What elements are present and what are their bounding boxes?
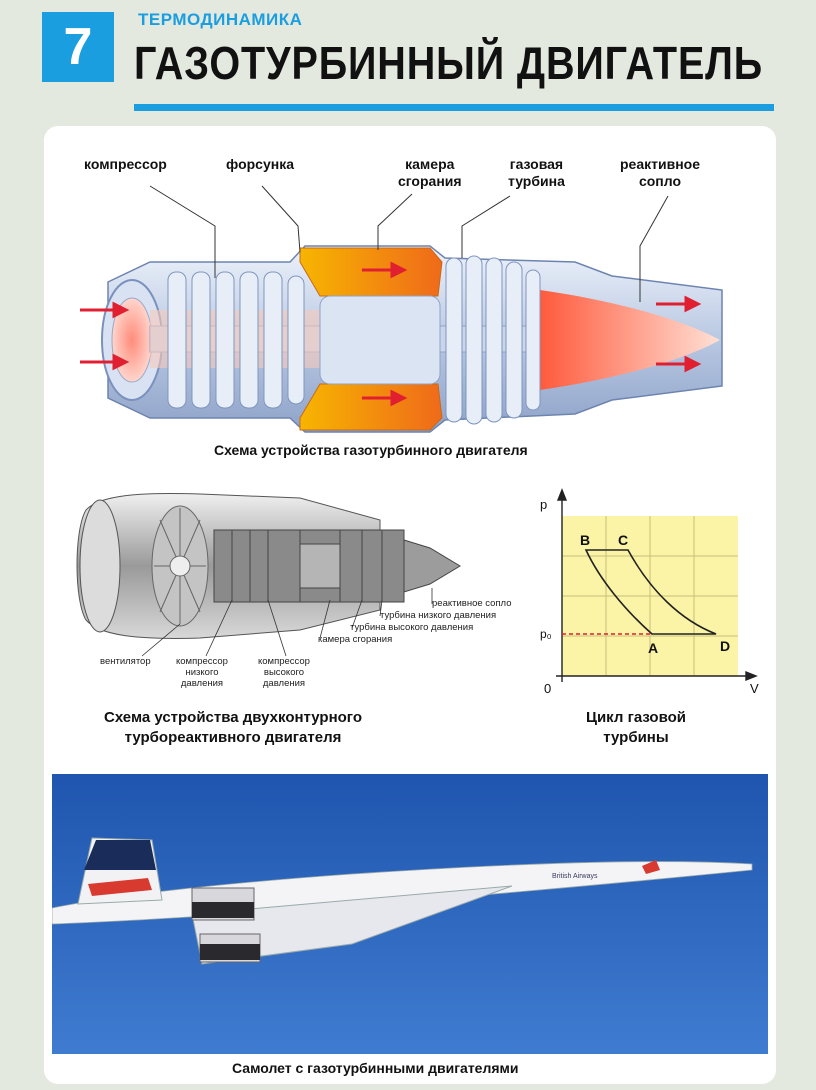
caption-aircraft: Самолет с газотурбинными двигателями <box>232 1060 519 1076</box>
caption-cycle: Цикл газовой турбины <box>586 709 686 746</box>
label-tf-chamber: камера сгорания <box>318 634 393 645</box>
caption-turbofan: Схема устройства двухконтурного турбореа… <box>104 709 363 746</box>
label-tf-hp-turbine: турбина высокого давления <box>350 622 474 633</box>
leader-lines-turbofan <box>141 588 433 657</box>
cycle-grid <box>562 516 738 676</box>
label-tf-lp-compressor: компрессор низкого давления <box>176 656 228 689</box>
cycle-origin: 0 <box>544 681 552 696</box>
aircraft-livery-text: British Airways <box>552 873 598 880</box>
cycle-point-d: D <box>720 638 731 654</box>
cycle-curve <box>584 549 717 635</box>
compressor-blades <box>167 271 305 409</box>
turbine-blades <box>445 255 541 425</box>
chapter-number: 7 <box>42 12 114 82</box>
aircraft-photo: British Airways <box>52 774 768 1054</box>
cycle-point-b: B <box>580 532 591 548</box>
label-combustion-chamber: камера сгорания <box>398 156 462 189</box>
label-jet-nozzle: реактивное сопло <box>620 156 700 189</box>
exhaust-flame <box>540 290 720 390</box>
label-gas-turbine: газовая турбина <box>508 156 565 189</box>
turbofan-intake <box>79 499 121 633</box>
cycle-point-a: A <box>648 640 659 656</box>
cycle-axis-v: V <box>750 681 759 696</box>
label-compressor: компрессор <box>84 156 167 172</box>
subject-label: ТЕРМОДИНАМИКА <box>138 10 303 29</box>
fan-blades <box>151 505 209 627</box>
turbofan-exhaust-cone <box>403 539 461 593</box>
label-injector: форсунка <box>226 156 294 172</box>
cycle-p0: p₀ <box>540 627 552 641</box>
cycle-axes <box>556 488 758 682</box>
title-rule <box>134 104 774 111</box>
label-tf-fan: вентилятор <box>100 656 151 667</box>
cycle-axis-p: p <box>540 497 548 512</box>
page-title: ГАЗОТУРБИННЫЙ ДВИГАТЕЛЬ <box>134 37 764 89</box>
label-tf-hp-compressor: компрессор высокого давления <box>258 656 310 689</box>
aircraft-illustration: British Airways <box>52 774 768 1054</box>
label-tf-nozzle: реактивное сопло <box>432 598 512 609</box>
flow-arrows <box>80 261 702 407</box>
label-tf-lp-turbine: турбина низкого давления <box>380 610 497 621</box>
aircraft-wing <box>191 885 513 965</box>
cycle-point-c: C <box>618 532 629 548</box>
leader-lines-top <box>149 185 669 302</box>
combustion-chamber-bottom <box>299 383 443 431</box>
caption-gas-turbine: Схема устройства газотурбинного двигател… <box>214 442 528 458</box>
